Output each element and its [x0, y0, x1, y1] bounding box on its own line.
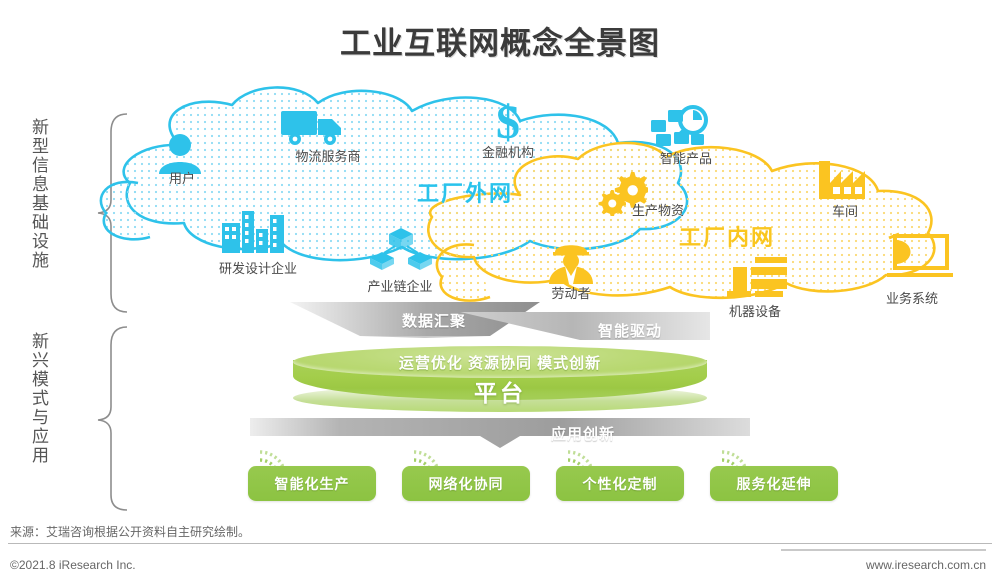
node-label-logistics-provider: 物流服务商 [295, 149, 361, 164]
dollar-icon: $ [496, 96, 520, 146]
side-label-emerging-models-and-applications: 新兴模式与应用 [29, 332, 48, 465]
upper-flow-arrows [290, 302, 710, 340]
node-label-smart-product: 智能产品 [659, 151, 713, 166]
platform-top-ellipse [293, 346, 707, 378]
app-box-label-networked-collaboration: 网络化协同 [428, 475, 504, 492]
app-box-label-personalized-customization: 个性化定制 [582, 475, 658, 492]
app-box-personalized-customization[interactable]: 个性化定制 [556, 466, 684, 501]
platform-title: 平台 [474, 380, 526, 406]
svg-text:$: $ [496, 96, 520, 146]
copyright-text: ©2021.8 iResearch Inc. [10, 558, 136, 572]
node-label-workshop: 车间 [831, 204, 859, 219]
smart-product-icon [651, 105, 708, 146]
node-label-financial-institution: 金融机构 [481, 145, 535, 160]
node-label-business-system: 业务系统 [885, 291, 939, 306]
machine-icon [727, 257, 787, 297]
website-link[interactable]: www.iresearch.com.cn [865, 558, 986, 572]
cloud-title-outer-network: 工厂外网 [416, 181, 514, 206]
business-system-icon [887, 232, 953, 277]
gears-icon [598, 172, 648, 216]
supply-chain-icon [370, 228, 432, 270]
arrow-label-data-aggregation: 数据汇聚 [401, 313, 467, 330]
node-label-worker: 劳动者 [551, 286, 591, 301]
application-innovation-arrow [250, 418, 750, 448]
arrow-label-application-innovation: 应用创新 [550, 426, 616, 443]
arrow-label-intelligent-drive: 智能驱动 [597, 323, 663, 340]
app-box-networked-collaboration[interactable]: 网络化协同 [402, 466, 530, 501]
factory-icon [819, 161, 865, 199]
worker-icon [549, 245, 593, 284]
side-braces [97, 113, 128, 511]
website-underline [781, 549, 986, 551]
page-title: 工业互联网概念全景图 [340, 26, 660, 61]
inner-network-cloud [427, 141, 936, 302]
buildings-icon [222, 211, 284, 253]
footer-divider [8, 543, 992, 544]
source-note: 来源：艾瑞咨询根据公开资料自主研究绘制。 [10, 525, 251, 539]
user-icon [159, 134, 201, 174]
app-box-label-service-extension: 服务化延伸 [736, 475, 812, 492]
truck-icon [281, 111, 341, 145]
node-label-user: 用户 [168, 171, 196, 186]
app-box-smart-production[interactable]: 智能化生产 [248, 466, 376, 501]
platform-cylinder: 运营优化 资源协同 模式创新 平台 [293, 346, 707, 412]
app-box-label-smart-production: 智能化生产 [274, 475, 350, 492]
node-label-machine-equipment: 机器设备 [728, 304, 782, 319]
node-label-production-materials: 生产物资 [631, 203, 685, 218]
node-label-industry-chain-enterprise: 产业链企业 [367, 279, 433, 294]
node-label-rd-design-enterprise: 研发设计企业 [218, 261, 298, 276]
app-box-service-extension[interactable]: 服务化延伸 [710, 466, 838, 501]
platform-subtitle: 运营优化 资源协同 模式创新 [398, 355, 602, 372]
side-label-new-information-infrastructure: 新型信息基础设施 [29, 118, 48, 270]
network-clouds-diagram [99, 86, 936, 302]
cloud-title-inner-network: 工厂内网 [678, 225, 776, 250]
